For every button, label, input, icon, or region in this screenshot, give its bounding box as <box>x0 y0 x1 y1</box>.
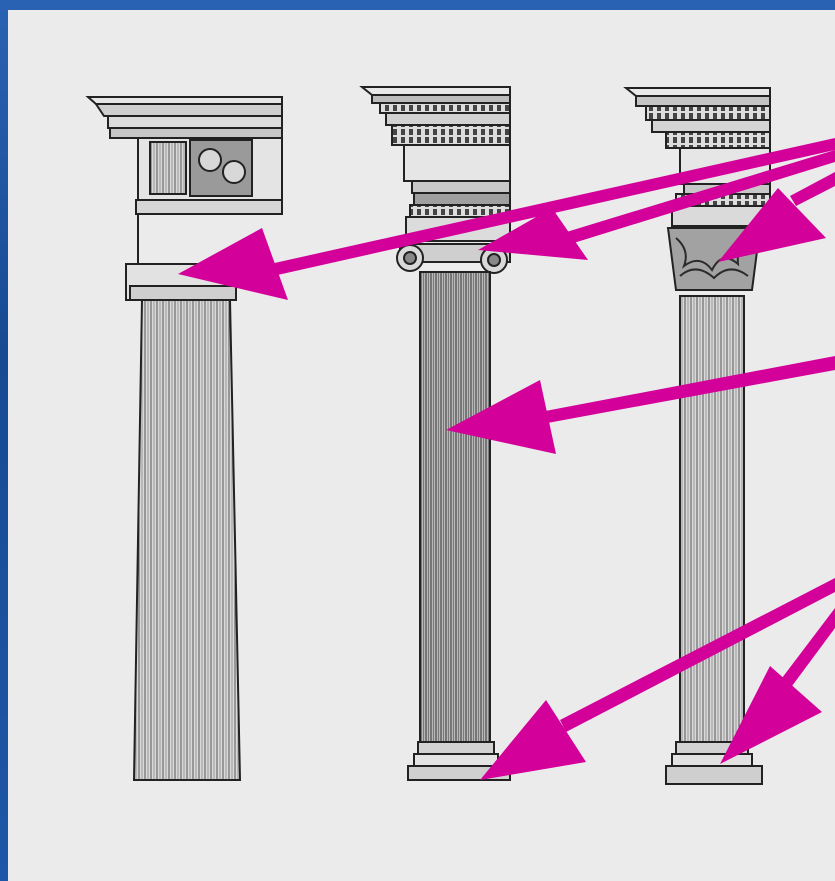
corinthian-shaft <box>679 295 745 743</box>
ionic-entablature <box>359 86 511 242</box>
shaft-arrow <box>446 356 835 454</box>
capital-arrow-ionic <box>478 150 835 260</box>
base-arrow-corinthian <box>720 608 835 764</box>
capital-arrow-doric <box>178 138 835 300</box>
corinthian-entablature <box>623 87 771 227</box>
ionic-column <box>359 86 511 781</box>
ionic-base <box>407 741 511 781</box>
doric-shaft <box>132 299 242 781</box>
capital-arrow-corinthian <box>718 172 835 262</box>
base-arrow-ionic <box>480 578 835 780</box>
doric-column <box>85 96 283 781</box>
ionic-shaft <box>419 271 491 743</box>
doric-entablature <box>85 96 283 215</box>
annotation-arrows <box>178 138 835 780</box>
